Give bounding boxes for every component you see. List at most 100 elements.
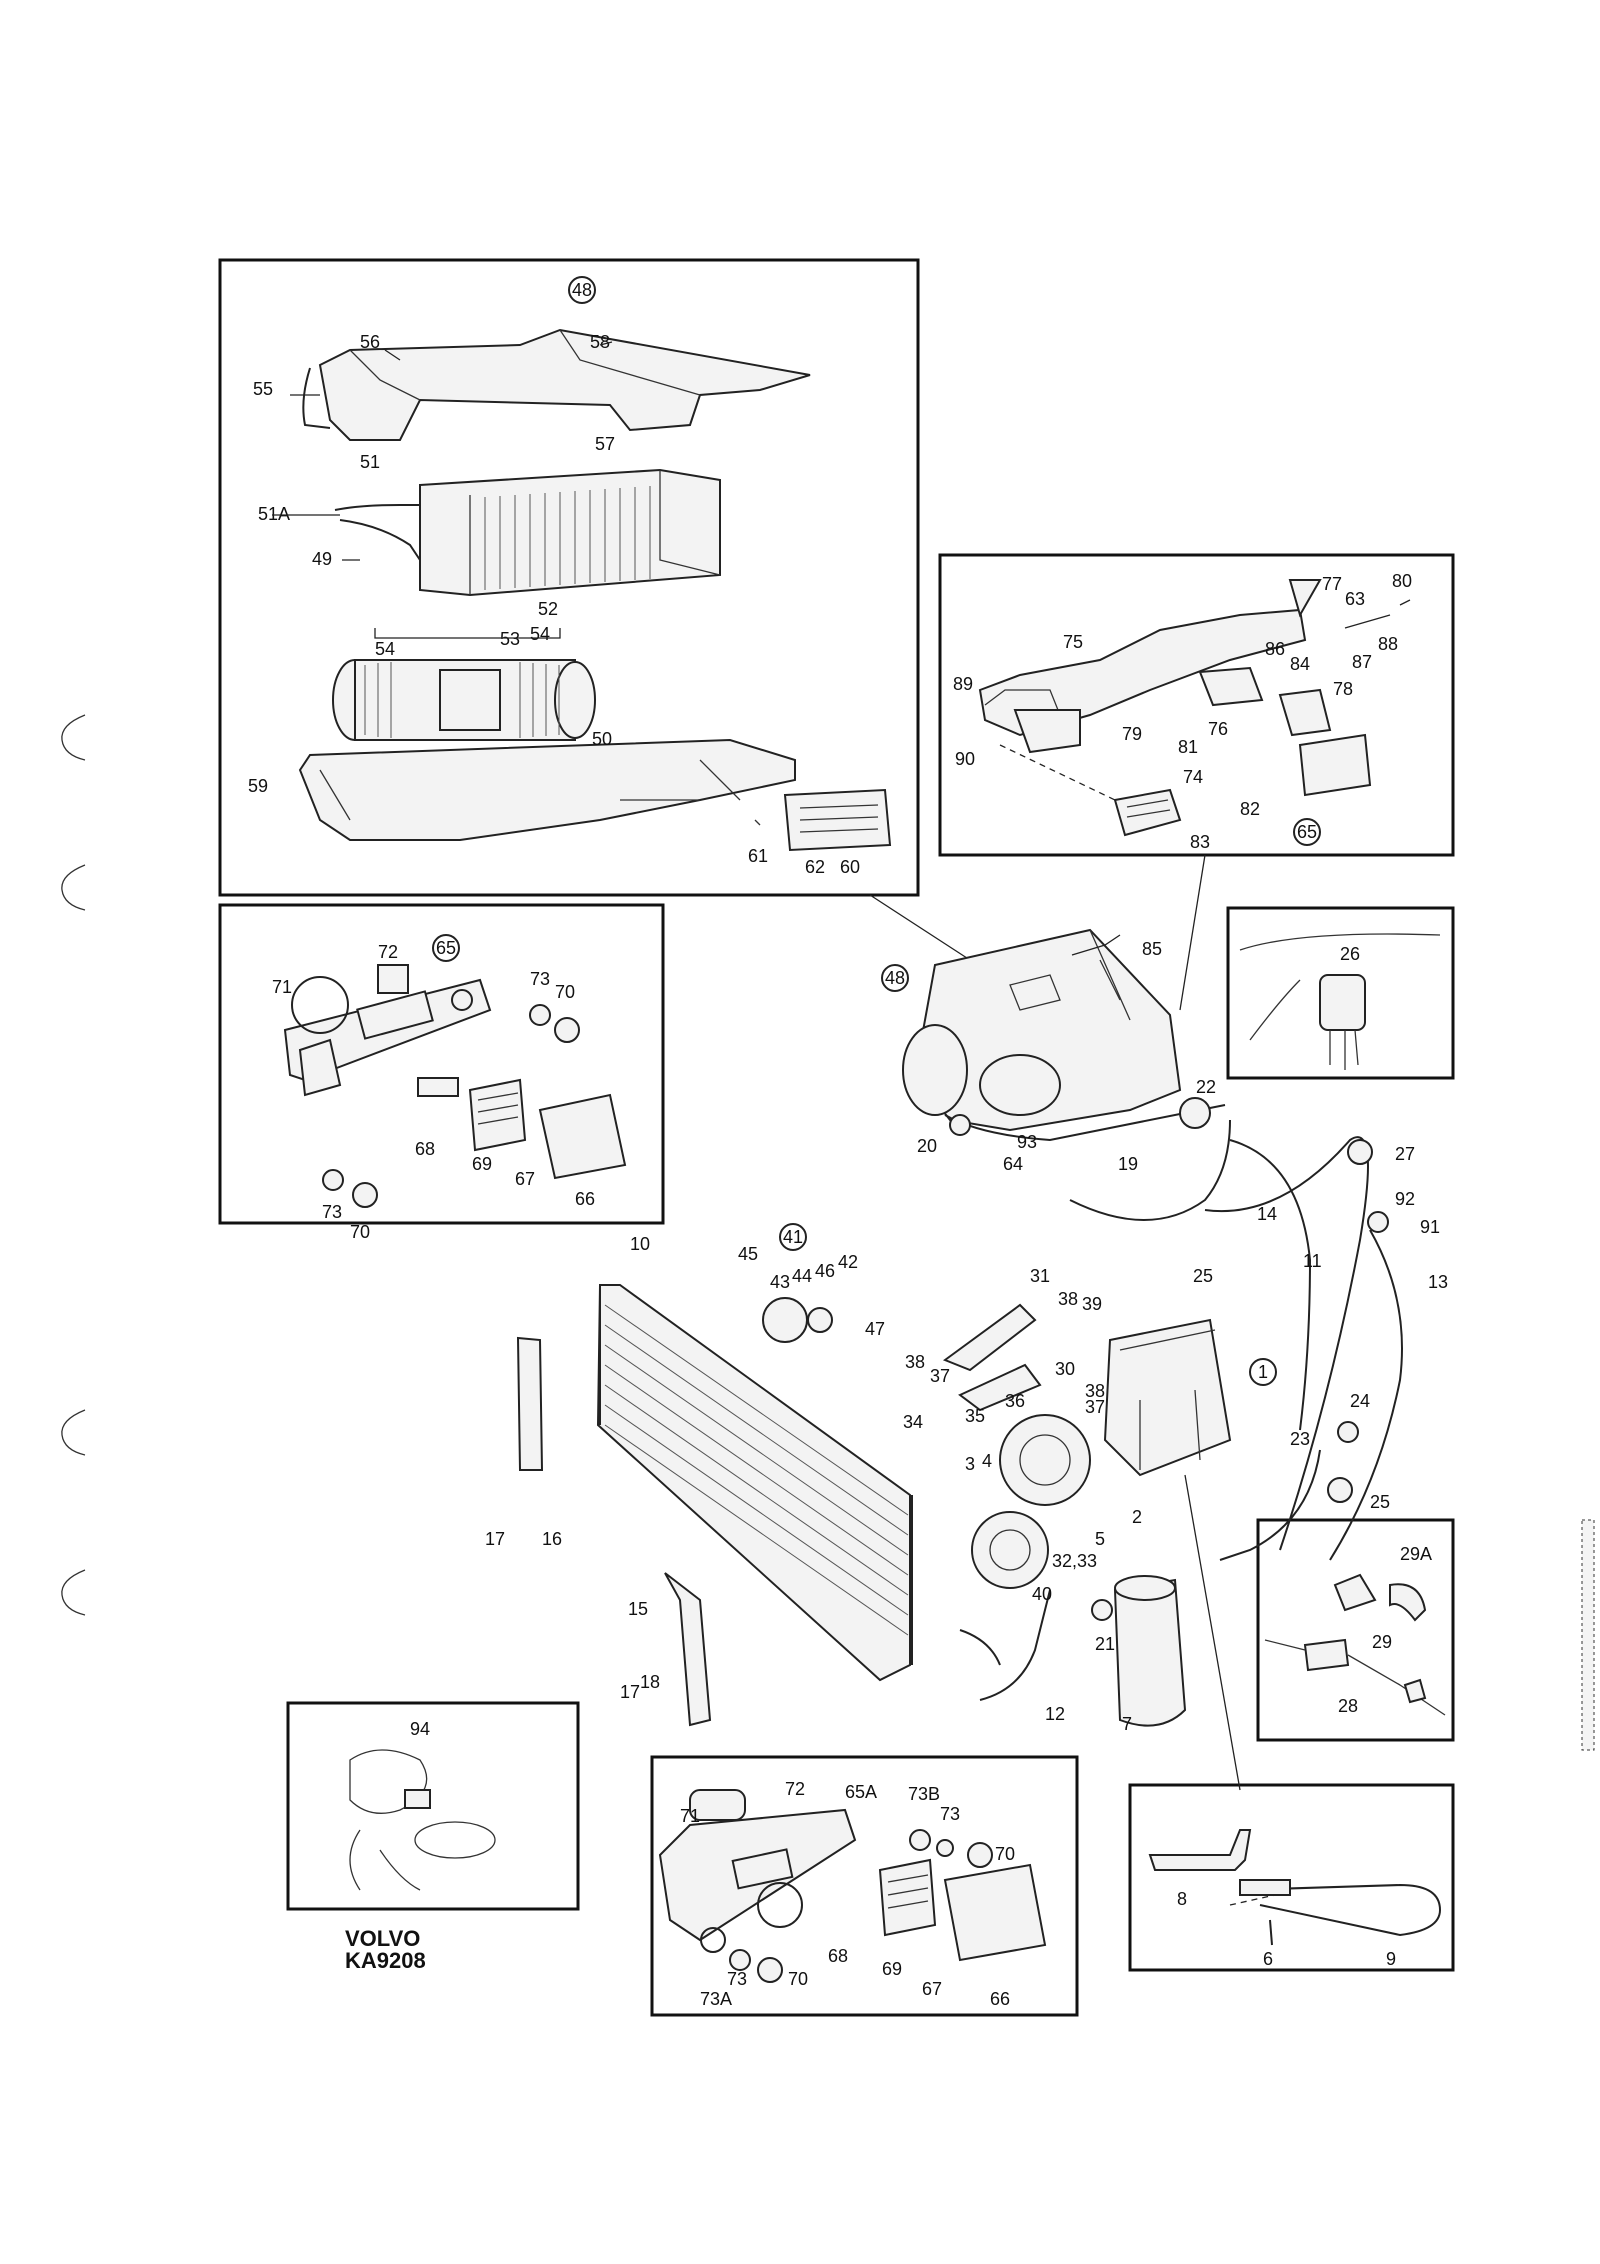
ref-1: 1 — [1258, 1362, 1268, 1382]
callout-16: 16 — [542, 1529, 562, 1549]
inset-dash-panel: 65 75 77 80 63 88 87 86 84 78 89 90 79 8… — [938, 553, 1455, 857]
callout-52: 52 — [538, 599, 558, 619]
callout-15: 15 — [628, 1599, 648, 1619]
callout-21: 21 — [1095, 1634, 1115, 1654]
callout-68: 68 — [415, 1139, 435, 1159]
callout-26: 26 — [1340, 944, 1360, 964]
brand-make: VOLVO — [345, 1926, 421, 1951]
inset-control-panel-2: 72 65A 73B 73 70 71 68 69 67 66 73 73A 7… — [650, 1755, 1079, 2017]
callout-59: 59 — [248, 776, 268, 796]
callout-39: 39 — [1082, 1294, 1102, 1314]
callout-73a: 73A — [700, 1989, 732, 2009]
ref-48-main: 48 — [885, 968, 905, 988]
callout-49: 49 — [312, 549, 332, 569]
callout-50: 50 — [592, 729, 612, 749]
callout-44: 44 — [792, 1266, 812, 1286]
callout-71: 71 — [272, 977, 292, 997]
callout-72-b: 72 — [785, 1779, 805, 1799]
callout-73-c: 73 — [727, 1969, 747, 1989]
callout-90: 90 — [955, 749, 975, 769]
callout-88: 88 — [1378, 634, 1398, 654]
callout-29: 29 — [1372, 1632, 1392, 1652]
ref-65-dash: 65 — [1297, 822, 1317, 842]
callout-91: 91 — [1420, 1217, 1440, 1237]
callout-56: 56 — [360, 332, 380, 352]
callout-36: 36 — [1005, 1391, 1025, 1411]
callout-93: 93 — [1017, 1132, 1037, 1152]
inset-control-panel-1: 65 72 71 73 70 68 69 67 66 73 70 — [218, 903, 665, 1242]
callout-73-b: 73 — [940, 1804, 960, 1824]
callout-87: 87 — [1352, 652, 1372, 672]
callout-53: 53 — [500, 629, 520, 649]
callout-86: 86 — [1265, 639, 1285, 659]
binder-holes — [61, 714, 86, 1616]
callout-37-a: 37 — [930, 1366, 950, 1386]
callout-76: 76 — [1208, 719, 1228, 739]
callout-94: 94 — [410, 1719, 430, 1739]
callout-66: 66 — [575, 1189, 595, 1209]
callout-6: 6 — [1263, 1949, 1273, 1969]
callout-70-b: 70 — [995, 1844, 1015, 1864]
callout-70: 70 — [555, 982, 575, 1002]
callout-4: 4 — [982, 1451, 992, 1471]
edge-strip — [1581, 1519, 1595, 1751]
callout-69: 69 — [472, 1154, 492, 1174]
callout-18: 18 — [640, 1672, 660, 1692]
callout-17-b: 17 — [620, 1682, 640, 1702]
callout-80: 80 — [1392, 571, 1412, 591]
callout-65a: 65A — [845, 1782, 877, 1802]
callout-51a: 51A — [258, 504, 290, 524]
ref-65-panel: 65 — [436, 938, 456, 958]
callout-35: 35 — [965, 1406, 985, 1426]
callout-81: 81 — [1178, 737, 1198, 757]
callout-34: 34 — [903, 1412, 923, 1432]
callout-60: 60 — [840, 857, 860, 877]
callout-58: 58 — [590, 332, 610, 352]
callout-42: 42 — [838, 1252, 858, 1272]
inset-switch: 29A 29 28 — [1256, 1518, 1455, 1742]
callout-46: 46 — [815, 1261, 835, 1281]
callout-70-lower: 70 — [350, 1222, 370, 1242]
main-assembly: 48 41 1 85 22 27 92 91 20 93 64 19 14 11… — [485, 854, 1448, 1791]
callout-78: 78 — [1333, 679, 1353, 699]
callout-5: 5 — [1095, 1529, 1105, 1549]
callout-70-c: 70 — [788, 1969, 808, 1989]
callout-23: 23 — [1290, 1429, 1310, 1449]
callout-38-b: 38 — [905, 1352, 925, 1372]
callout-47: 47 — [865, 1319, 885, 1339]
callout-83: 83 — [1190, 832, 1210, 852]
callout-67: 67 — [515, 1169, 535, 1189]
callout-82: 82 — [1240, 799, 1260, 819]
ref-48: 48 — [572, 280, 592, 300]
callout-54-right: 54 — [530, 624, 550, 644]
inset-brackets: 8 6 9 — [1128, 1783, 1455, 1972]
callout-64: 64 — [1003, 1154, 1023, 1174]
callout-84: 84 — [1290, 654, 1310, 674]
callout-29a: 29A — [1400, 1544, 1432, 1564]
callout-25-b: 25 — [1370, 1492, 1390, 1512]
callout-31: 31 — [1030, 1266, 1050, 1286]
callout-51: 51 — [360, 452, 380, 472]
brand-block: VOLVO KA9208 — [345, 1928, 426, 1972]
callout-68-b: 68 — [828, 1946, 848, 1966]
callout-30: 30 — [1055, 1359, 1075, 1379]
callout-71-b: 71 — [680, 1806, 700, 1826]
callout-66-b: 66 — [990, 1989, 1010, 2009]
ref-41: 41 — [783, 1227, 803, 1247]
callout-22: 22 — [1196, 1077, 1216, 1097]
callout-12: 12 — [1045, 1704, 1065, 1724]
callout-8: 8 — [1177, 1889, 1187, 1909]
callout-54-left: 54 — [375, 639, 395, 659]
inset-relay: 26 — [1226, 906, 1455, 1080]
callout-67-b: 67 — [922, 1979, 942, 1999]
callout-57: 57 — [595, 434, 615, 454]
callout-61: 61 — [748, 846, 768, 866]
callout-2: 2 — [1132, 1507, 1142, 1527]
callout-38-c: 38 — [1085, 1381, 1105, 1401]
callout-73: 73 — [530, 969, 550, 989]
callout-10: 10 — [630, 1234, 650, 1254]
callout-69-b: 69 — [882, 1959, 902, 1979]
callout-38-a: 38 — [1058, 1289, 1078, 1309]
callout-3: 3 — [965, 1454, 975, 1474]
callout-73b: 73B — [908, 1784, 940, 1804]
